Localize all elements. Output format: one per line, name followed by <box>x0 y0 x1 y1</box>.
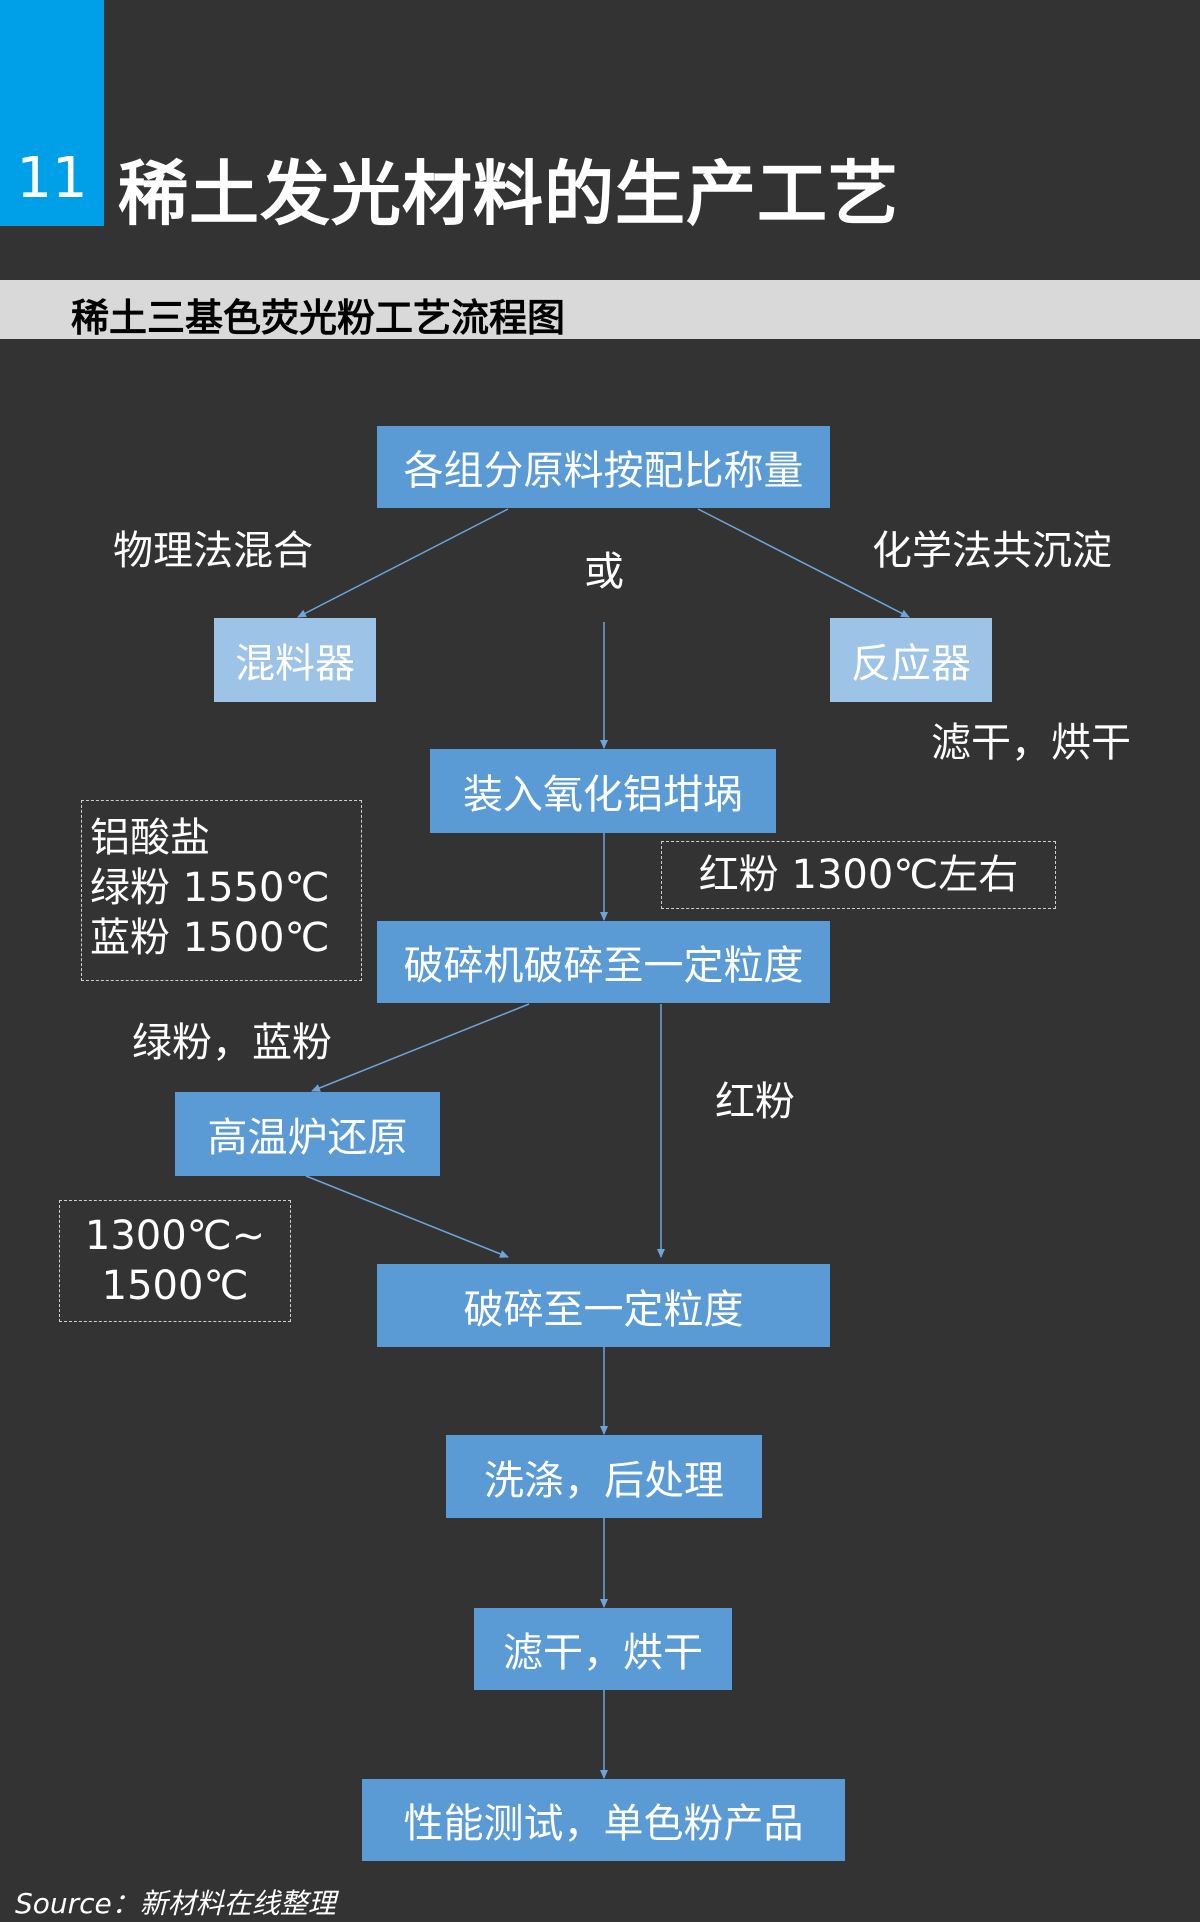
note-reduce-temp-line: 1300℃~ <box>84 1213 266 1259</box>
section-number-block <box>0 0 104 226</box>
diagram-title: 稀土三基色荧光粉工艺流程图 <box>71 296 566 340</box>
note-aluminate-line: 绿粉 1550℃ <box>90 865 330 911</box>
step-weigh: 各组分原料按配比称量 <box>377 426 830 508</box>
note-aluminate-line: 蓝粉 1500℃ <box>90 915 330 961</box>
note-reduce-temp-line: 1500℃ <box>101 1263 249 1309</box>
step-wash: 洗涤，后处理 <box>446 1435 762 1518</box>
label-green-blue: 绿粉，蓝粉 <box>132 1020 332 1066</box>
label-chemical: 化学法共沉淀 <box>872 528 1112 574</box>
label-physical: 物理法混合 <box>113 528 313 574</box>
step-crush1: 破碎机破碎至一定粒度 <box>377 921 830 1003</box>
arrow-crush1-to-reduce <box>311 1003 530 1092</box>
step-crush2: 破碎至一定粒度 <box>377 1264 830 1347</box>
step-reduce: 高温炉还原 <box>175 1092 440 1176</box>
note-reduce-temp: 1300℃~ 1500℃ <box>59 1200 291 1322</box>
note-red-temp-text: 红粉 1300℃左右 <box>698 852 1019 898</box>
note-aluminate: 铝酸盐 绿粉 1550℃ 蓝粉 1500℃ <box>81 800 362 981</box>
label-or: 或 <box>584 549 624 595</box>
arrow-weigh-to-mixer <box>297 508 509 618</box>
label-red: 红粉 <box>715 1079 795 1125</box>
section-number: 11 <box>16 146 88 211</box>
step-mixer: 混料器 <box>214 618 376 702</box>
step-reactor: 反应器 <box>830 618 992 702</box>
label-filter-dry: 滤干，烘干 <box>931 720 1131 766</box>
arrow-weigh-to-reactor <box>697 508 910 618</box>
subtitle-band <box>0 280 1200 339</box>
note-red-temp: 红粉 1300℃左右 <box>661 841 1056 909</box>
step-crucible: 装入氧化铝坩埚 <box>430 749 776 833</box>
page-title: 稀土发光材料的生产工艺 <box>118 153 899 235</box>
source-note: Source：新材料在线整理 <box>15 1887 336 1920</box>
arrow-reduce-to-crush2 <box>305 1175 509 1258</box>
step-dry: 滤干，烘干 <box>474 1608 732 1690</box>
note-aluminate-line: 铝酸盐 <box>90 815 210 861</box>
step-test: 性能测试，单色粉产品 <box>362 1779 845 1861</box>
